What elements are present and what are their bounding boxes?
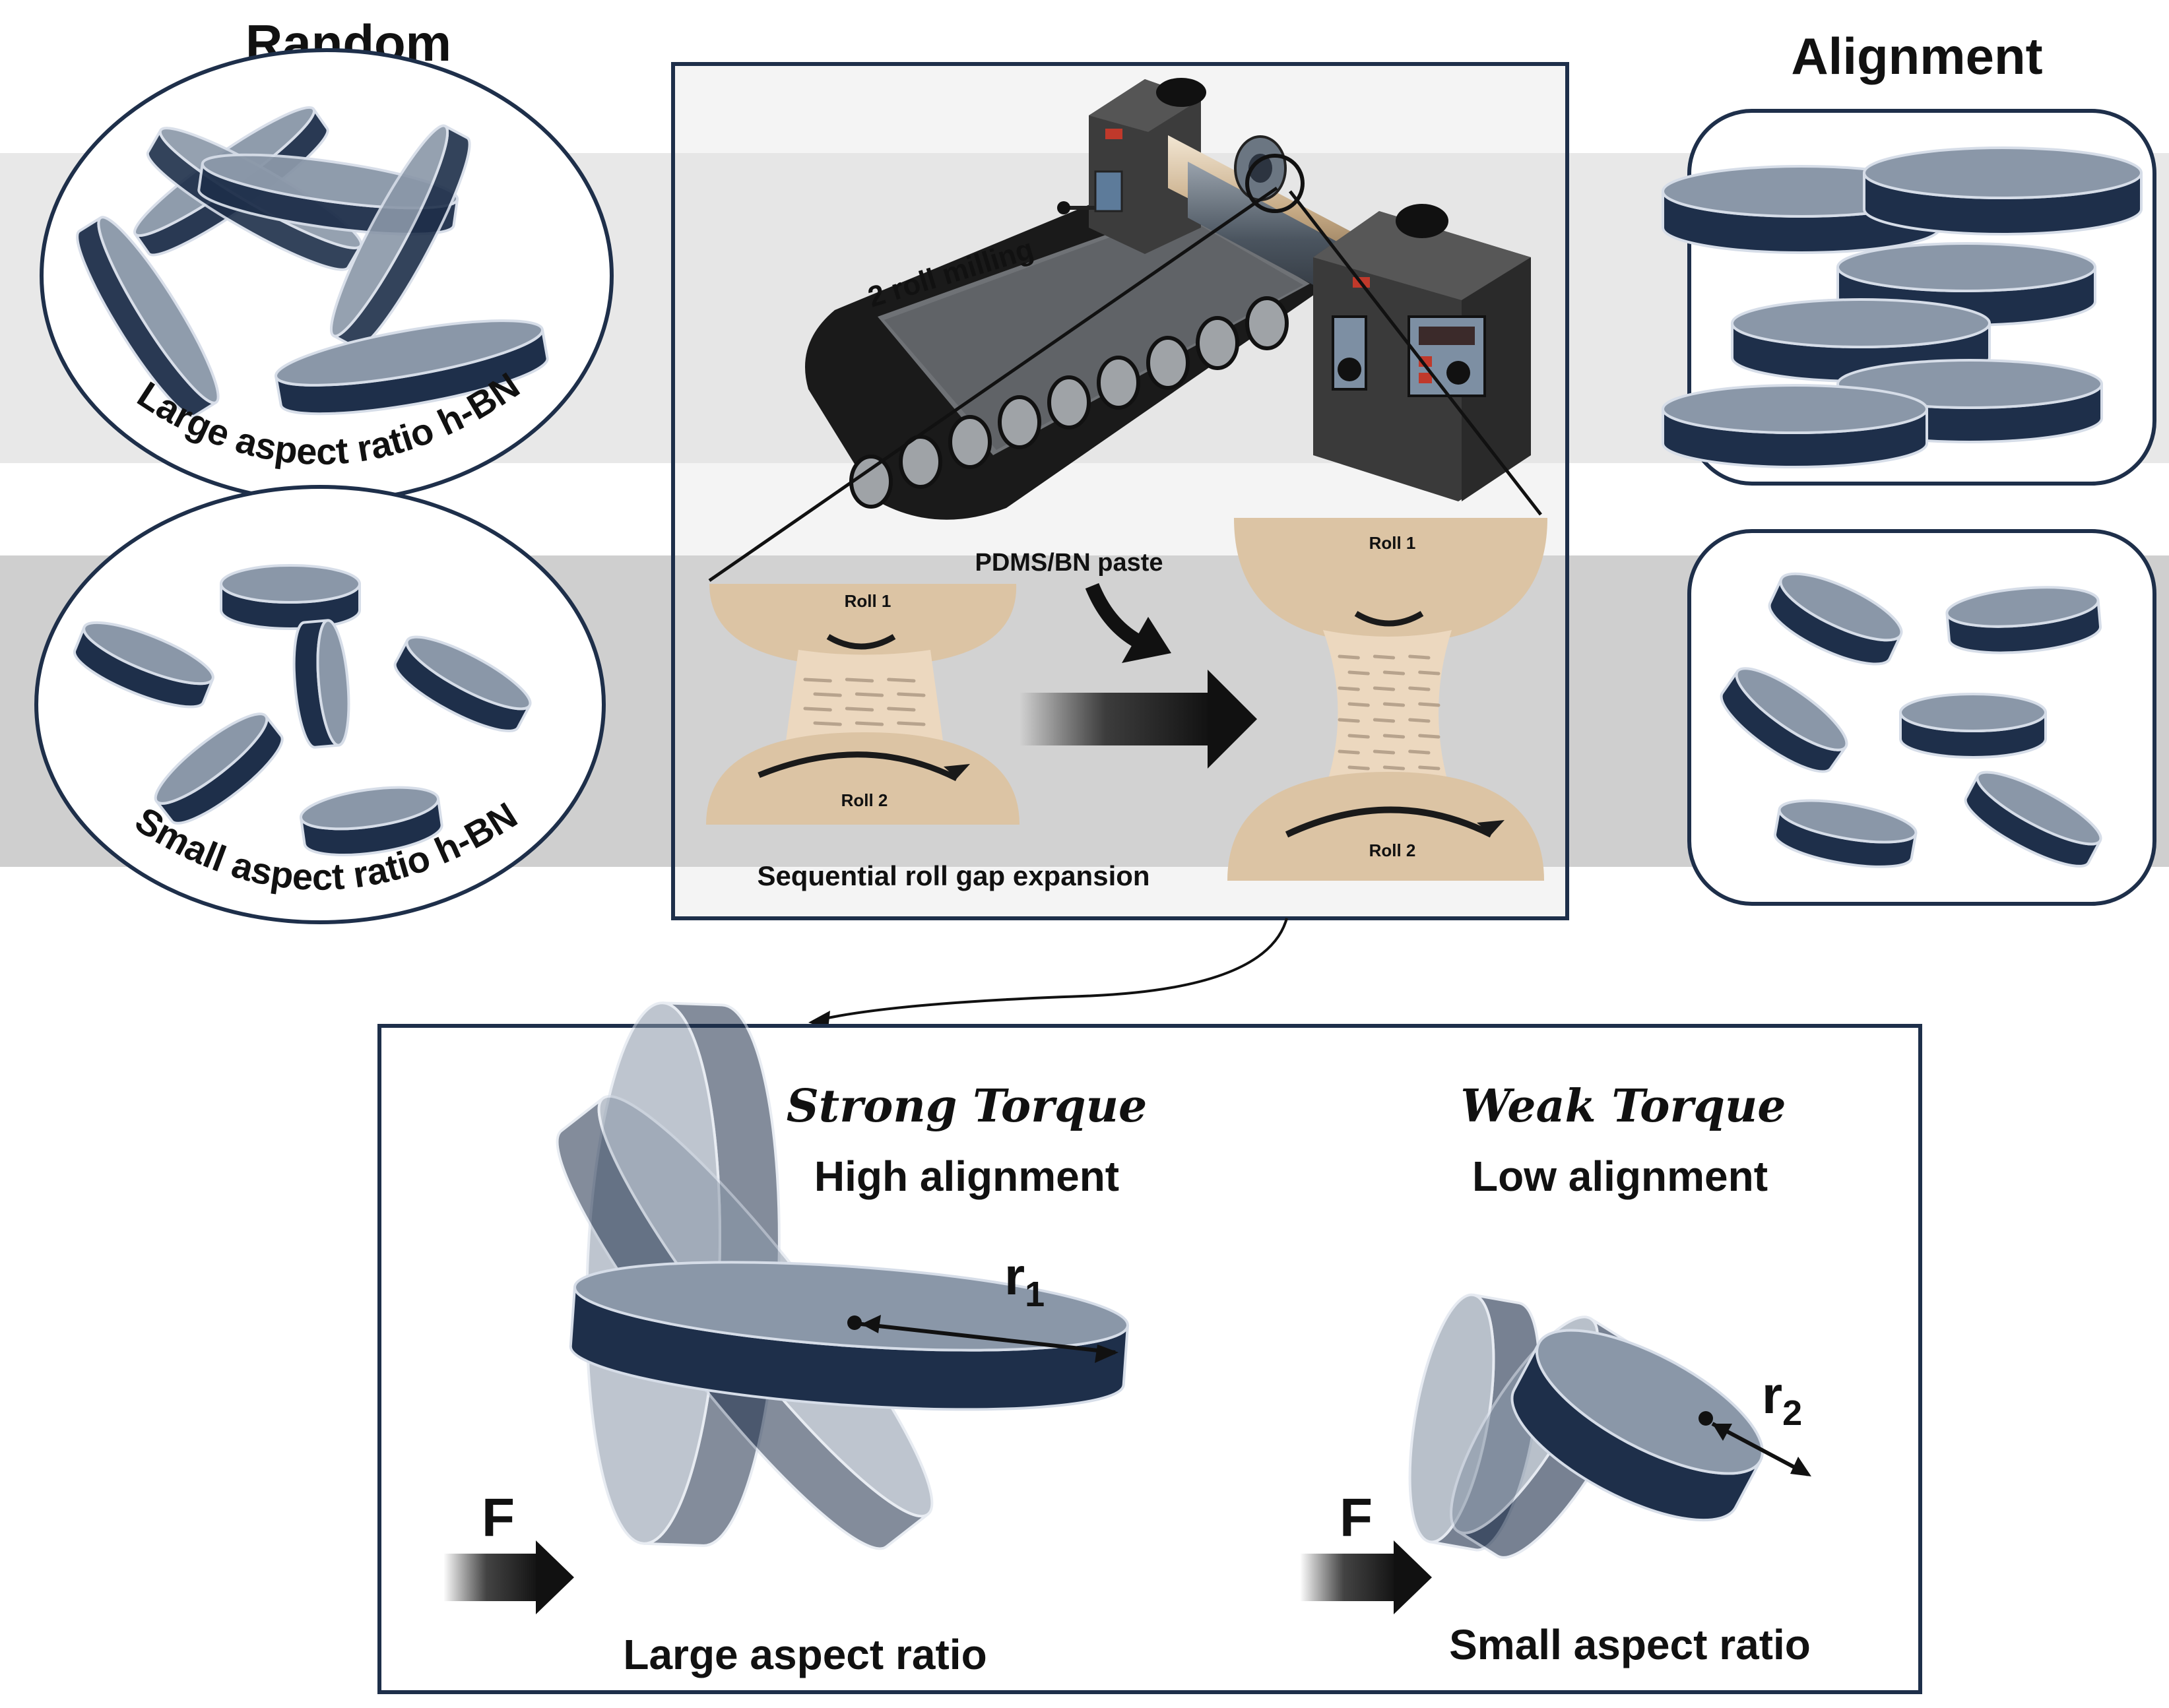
hbn-flake [393,635,532,732]
random-small-flakes [73,564,532,856]
conveyor-rollers [849,296,1289,509]
weak-torque-title: Weak Torque [1460,1080,1786,1133]
conveyor-roller [849,455,893,509]
random-large-panel: Large aspect ratio h-BN [40,48,614,503]
random-small-panel: Small aspect ratio h-BN [34,485,606,924]
conveyor-roller [998,395,1041,449]
r1-label: r1 [1004,1247,1045,1314]
strong-torque-title: Strong Torque [787,1080,1148,1133]
weak-force-arrow [1300,1540,1432,1614]
aligned-small-panel [1687,529,2156,906]
hbn-flake [1899,693,2047,759]
zoom-line-right [1289,190,1542,516]
conveyor-roller [1196,316,1239,370]
flake-aligned-large [569,1261,1129,1411]
weak-torque-flakes [1408,1293,1764,1559]
flake-aligned-small [1510,1329,1764,1522]
conveyor-roller [1097,356,1140,410]
paste-label: PDMS/BN paste [975,549,1163,577]
wide-gap-rolls: Roll 1 Roll 2 [1227,518,1547,881]
hbn-flake [329,124,471,350]
narrow-roll2-label: Roll 2 [841,790,888,810]
connector-arrow [821,918,1288,1021]
torque-panel: Strong Torque High alignment Weak Torque… [377,1001,1922,1694]
conveyor-roller [1047,375,1091,429]
hbn-flake [1964,771,2102,868]
two-roll-mill-machine [708,78,1542,583]
r2-label: r2 [1762,1366,1802,1433]
weak-force-label: F [1340,1488,1373,1548]
hbn-flake [1720,667,1848,773]
conveyor-roller [1245,296,1289,350]
process-arrow [1020,670,1257,769]
hbn-flake [1768,572,1903,666]
strong-force-arrow [443,1540,574,1614]
random-large-flakes [76,106,549,418]
strong-force-label: F [482,1488,515,1548]
hbn-flake [220,564,361,630]
conveyor-roller [948,415,992,469]
wide-roll2-label: Roll 2 [1369,840,1416,860]
aligned-small-flakes [1720,572,2102,868]
hbn-flake [154,712,284,825]
aligned-large-panel [1662,109,2156,486]
hbn-flake [1945,586,2102,654]
narrow-gap-rolls: Roll 1 Roll 2 [706,584,1020,825]
paste-curved-arrow [1085,583,1146,650]
roll-mill-panel: 2 roll milling Roll 1 Roll 2 PDMS/BN pas… [671,62,1569,920]
narrow-roll1-label: Roll 1 [845,591,891,611]
expansion-label: Sequential roll gap expansion [757,860,1149,891]
hbn-flake [1863,146,2143,236]
hbn-flake [76,216,220,418]
header-alignment: Alignment [1791,27,2042,85]
hbn-flake [275,319,549,416]
hbn-flake [1662,384,1928,468]
wide-roll1-label: Roll 1 [1369,533,1416,553]
large-ratio-caption: Large aspect ratio [623,1631,987,1678]
small-ratio-caption: Small aspect ratio [1449,1621,1811,1668]
strong-torque-flakes [556,1001,1129,1550]
hbn-flake [292,619,350,749]
zoom-line-left [708,186,1278,583]
aligned-large-flakes [1662,146,2143,468]
conveyor-roller [899,435,942,489]
weak-torque-subtitle: Low alignment [1472,1153,1768,1200]
hbn-flake [1773,799,1918,868]
hbn-flake [299,786,443,856]
hbn-flake [73,621,214,709]
conveyor-roller [1146,336,1190,390]
strong-torque-subtitle: High alignment [814,1153,1119,1200]
